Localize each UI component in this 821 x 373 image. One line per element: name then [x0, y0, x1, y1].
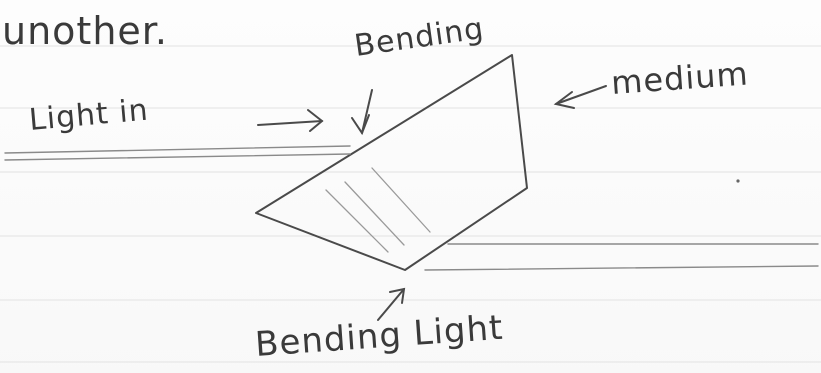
medium-prism [256, 55, 527, 270]
outgoing-light-lines [425, 244, 818, 270]
refracted-light-lines [326, 168, 430, 252]
light-in-label: Light in [28, 93, 150, 138]
left-arrow-icon [556, 86, 606, 108]
incoming-light-lines [5, 146, 350, 160]
bending-light-label: Bending Light [254, 308, 505, 365]
down-arrow-icon [352, 90, 372, 133]
pencil-dot [736, 179, 739, 182]
right-arrow-icon [258, 110, 322, 131]
top-word: unother. [2, 9, 168, 53]
medium-label: medium [610, 54, 750, 102]
bending-top-label: Bending [352, 11, 486, 64]
